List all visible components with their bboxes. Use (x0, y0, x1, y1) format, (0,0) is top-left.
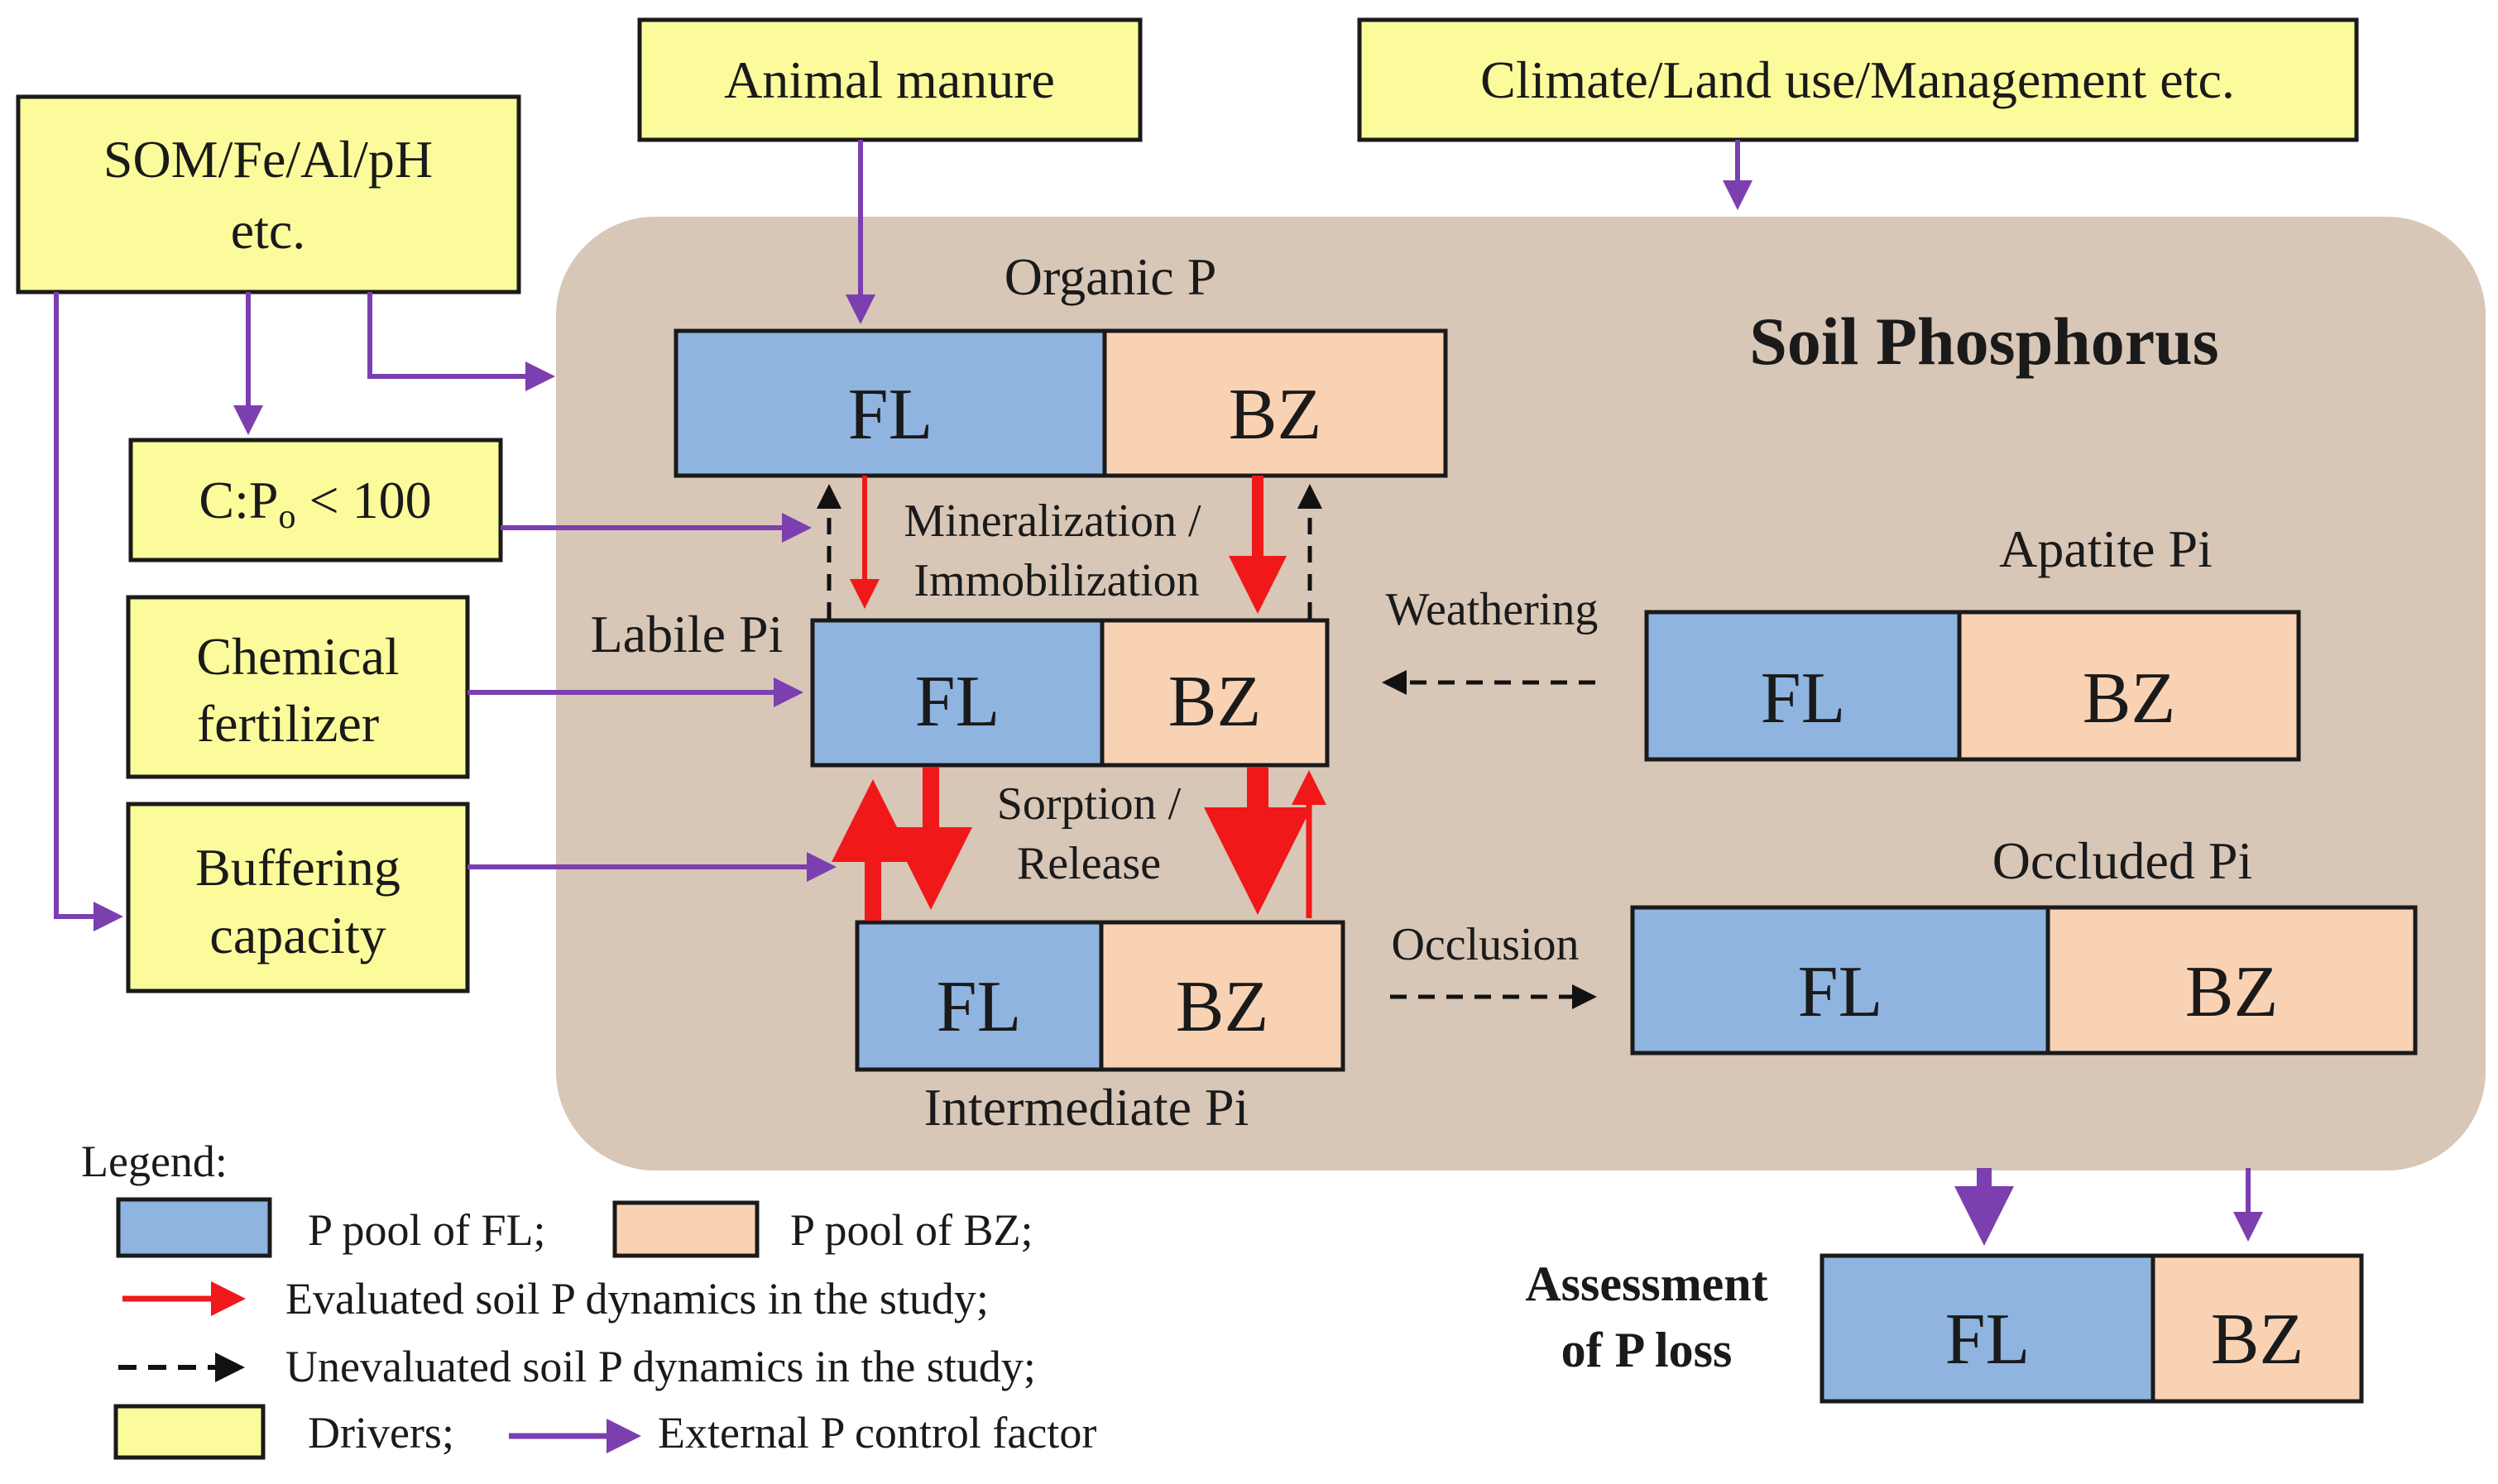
chemical-label-line2: fertilizer (197, 694, 379, 753)
labile-bz-label: BZ (1168, 662, 1261, 742)
sorption-label-line2: Release (1017, 838, 1161, 889)
purple-arrows (54, 140, 2263, 1246)
buffering-label-line2: capacity (209, 906, 386, 965)
som-label-line1: SOM/Fe/Al/pH (103, 130, 433, 189)
legend-fl-label: P pool of FL; (308, 1205, 546, 1255)
legend-drivers-label: Drivers; (308, 1408, 454, 1458)
organic-p-pool: FL BZ (674, 328, 1448, 478)
organic-bz-label: BZ (1229, 375, 1321, 455)
chemical-label-line1: Chemical (196, 627, 399, 686)
occlusion-label: Occlusion (1391, 919, 1579, 970)
apatite-fl-label: FL (1761, 658, 1846, 739)
intermediate-pi-pool: FL BZ (855, 920, 1345, 1072)
organic-fl-label: FL (848, 375, 933, 455)
cp-ratio-box: C:Po < 100 (128, 438, 503, 562)
legend-driver-swatch (113, 1404, 266, 1460)
assessment-label-line1: Assessment (1525, 1257, 1767, 1311)
intermediate-pi-label: Intermediate Pi (924, 1078, 1249, 1137)
animal-manure-label: Animal manure (724, 50, 1055, 109)
mineralization-label-line1: Mineralization / (904, 495, 1201, 547)
buffering-capacity-box: Buffering capacity (126, 802, 470, 993)
legend-fl-swatch (116, 1197, 272, 1258)
occluded-bz-label: BZ (2185, 952, 2278, 1032)
buffering-label-line1: Buffering (195, 838, 400, 897)
som-to-soil-arrow (367, 292, 555, 391)
legend-bz-swatch (612, 1200, 760, 1258)
legend-bz-label: P pool of BZ; (790, 1205, 1033, 1255)
animal-manure-box: Animal manure (637, 17, 1143, 142)
sorption-label-line1: Sorption / (997, 778, 1182, 830)
som-to-buffering-arrow (54, 292, 123, 931)
legend-title: Legend: (81, 1137, 228, 1186)
legend-unevaluated-label: Unevaluated soil P dynamics in the study… (285, 1342, 1036, 1391)
occluded-fl-label: FL (1798, 952, 1883, 1032)
climate-label: Climate/Land use/Management etc. (1480, 50, 2235, 109)
soil-phosphorus-title: Soil Phosphorus (1749, 304, 2218, 379)
labile-pi-label: Labile Pi (591, 605, 784, 663)
legend-evaluated-label: Evaluated soil P dynamics in the study; (285, 1274, 989, 1324)
assessment-label-line2: of P loss (1561, 1323, 1733, 1377)
apatite-pi-label: Apatite Pi (1999, 519, 2213, 578)
mineralization-label-line2: Immobilization (913, 555, 1199, 606)
intermediate-bz-label: BZ (1176, 967, 1268, 1047)
apatite-bz-label: BZ (2083, 658, 2175, 739)
labile-fl-label: FL (915, 662, 1000, 742)
legend-external-label: External P control factor (658, 1408, 1096, 1458)
climate-box: Climate/Land use/Management etc. (1357, 17, 2359, 142)
assessment-fl-label: FL (1945, 1300, 2031, 1380)
unevaluated-arrows (817, 484, 1597, 1009)
chemical-fertilizer-box: Chemical fertilizer (126, 595, 470, 779)
intermediate-fl-label: FL (937, 967, 1022, 1047)
assessment-pool: FL BZ (1820, 1253, 2364, 1404)
som-box: SOM/Fe/Al/pH etc. (16, 94, 521, 294)
legend: Legend: P pool of FL; P pool of BZ; Eval… (81, 1137, 1096, 1460)
cp-ratio-label: C:Po < 100 (199, 471, 431, 536)
organic-p-label: Organic P (1004, 247, 1217, 306)
occluded-pi-label: Occluded Pi (1992, 831, 2253, 890)
weathering-label: Weathering (1386, 584, 1599, 635)
som-label-line2: etc. (231, 201, 306, 260)
apatite-pi-pool: FL BZ (1644, 610, 2301, 762)
evaluated-arrows (832, 476, 1326, 921)
occluded-pi-pool: FL BZ (1630, 905, 2418, 1056)
labile-pi-pool: FL BZ (810, 618, 1330, 768)
assessment-bz-label: BZ (2211, 1300, 2304, 1380)
